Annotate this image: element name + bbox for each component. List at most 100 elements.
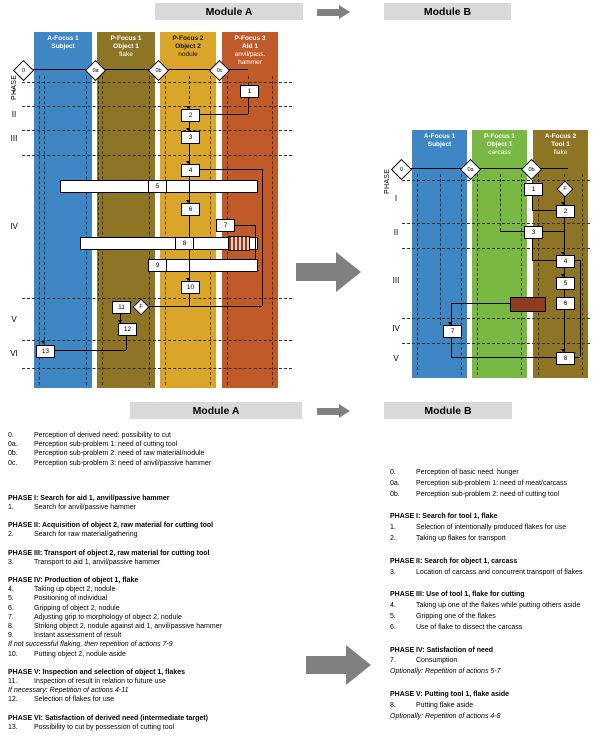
action-number: 3.	[8, 558, 14, 566]
phase-separator	[22, 298, 292, 299]
action-node-7: 7	[443, 325, 462, 338]
connector-line	[233, 225, 255, 226]
action-item: 2.Taking up flakes for transport	[390, 534, 600, 545]
arrow-shaft	[306, 656, 346, 674]
connector-line	[541, 231, 564, 232]
action-item: 0c.Perception sub-problem 3: need of anv…	[8, 459, 306, 468]
action-number: 6.	[390, 623, 396, 631]
action-number: 9.	[8, 632, 14, 640]
phase-heading: PHASE IV: Production of object 1, flake	[8, 577, 139, 585]
dashed-flow-line	[248, 76, 249, 85]
column-aid1-anvil: P-Focus 3 Aid 1 anvil/pass. hammer	[222, 32, 278, 388]
connector-line	[53, 350, 126, 351]
action-item: 8.Putting flake aside	[390, 701, 600, 712]
repetition-note: Optionally: Repetition of actions 5-7	[390, 668, 501, 676]
phase-label-IV: IV	[10, 222, 18, 231]
arrowhead	[186, 161, 190, 164]
module-b-header: Module B	[384, 3, 511, 20]
action-number: 7.	[390, 657, 396, 665]
phase-heading: PHASE IV: Satisfaction of need	[390, 646, 494, 654]
action-text: Inspection of result in relation to futu…	[34, 678, 166, 686]
phase-heading: PHASE II: Search for object 1, carcass	[390, 557, 518, 565]
action-bar-8	[80, 237, 258, 250]
phase-separator	[22, 130, 292, 131]
action-text: Selection of flakes for use	[34, 696, 115, 704]
repetition-note: Optionally: Repetition of actions 4-8	[390, 712, 501, 720]
column-header: P-Focus 2 Object 2 nodule	[172, 35, 204, 58]
action-node-5: 5	[556, 277, 575, 290]
spacer	[390, 500, 600, 512]
column-lane	[417, 174, 462, 375]
connector-line	[451, 303, 452, 325]
column-tool1-flake: A-Focus 2 Tool 1 flake	[533, 130, 588, 378]
action-node-12: 12	[118, 323, 137, 336]
action-node-6: 6	[181, 203, 200, 216]
arrowhead	[448, 322, 452, 325]
repetition-note: If not successful flaking, then repetiti…	[8, 641, 173, 649]
phase-label-VI: VI	[10, 349, 18, 358]
connector-line	[580, 260, 581, 357]
action-node-8: 8	[556, 352, 575, 365]
action-number: 10.	[8, 650, 18, 658]
phase-label-II: II	[393, 228, 399, 237]
dashed-flow-line	[189, 76, 190, 109]
phase-label-IV: IV	[392, 324, 400, 333]
phase-axis-label: PHASE	[384, 168, 391, 194]
arrowhead	[186, 200, 190, 203]
strike-contact-bar	[228, 236, 250, 251]
action-number: 0b.	[390, 490, 400, 498]
action-item: 13.Possibility to cut by possession of c…	[8, 723, 306, 732]
action-item: 11.Inspection of result in relation to f…	[8, 677, 306, 686]
action-node-13: 13	[36, 345, 55, 358]
connector-line	[405, 168, 568, 169]
arrowhead	[561, 274, 565, 277]
action-text: Adjusting grip to morphology of object 2…	[34, 613, 182, 621]
action-item: 4.Taking up object 2, nodule	[8, 585, 306, 594]
action-node-2: 2	[181, 109, 200, 122]
phase-heading: PHASE I: Search for aid 1, anvil/passive…	[8, 494, 170, 502]
start-node-0: 0	[390, 158, 413, 181]
action-text: Perception sub-problem 1: need of meat/c…	[416, 479, 567, 487]
action-item: 0a. Perception sub-problem 1: need of mea…	[390, 479, 600, 490]
phase-heading: PHASE III: Use of tool 1, flake for cutt…	[390, 591, 525, 599]
column-lane	[165, 76, 211, 385]
phase-separator	[22, 106, 292, 107]
action-number: 8.	[8, 623, 14, 631]
action-item: 3.Location of carcass and concurrent tra…	[390, 568, 600, 579]
arrow-head	[336, 252, 361, 292]
action-number: 1.	[390, 524, 396, 532]
action-text: Taking up flakes for transport	[416, 534, 506, 542]
action-number: 4.	[8, 586, 14, 594]
carcass-cutting-bar	[510, 297, 546, 312]
action-node-10: 10	[181, 281, 200, 294]
action-item: 6.Gripping of object 2, nodule	[8, 604, 306, 613]
action-item: 10. Putting object 2, nodule aside	[8, 650, 306, 659]
dashed-flow-line	[564, 174, 565, 183]
column-header: A-Focus 2 Tool 1 flake	[544, 133, 577, 156]
phase-heading: PHASE I: Search for tool 1, flake	[390, 513, 498, 521]
action-number: 7.	[8, 613, 14, 621]
action-number: 0a.	[390, 479, 400, 487]
connector-line	[532, 237, 533, 260]
action-text: Striking object 2, nodule against aid 1,…	[34, 623, 222, 631]
arrowhead	[561, 252, 565, 255]
action-item: 3.Transport to aid 1, anvil/passive hamm…	[8, 558, 306, 567]
phase-separator	[22, 82, 292, 83]
connector-line	[573, 260, 580, 261]
action-item: 4.Taking up one of the flakes while putt…	[390, 601, 600, 612]
connector-line	[198, 169, 262, 170]
arrow-shaft	[296, 263, 336, 281]
action-text: Putting object 2, nodule aside	[34, 650, 126, 658]
action-number: 0c.	[8, 459, 18, 467]
action-item: 9.Instant assessment of result	[8, 631, 306, 640]
phase-separator	[402, 180, 590, 181]
action-node-2: 2	[556, 205, 575, 218]
action-node-4: 4	[181, 164, 200, 177]
arrow-shaft	[317, 8, 339, 16]
module-a-action-list: 0.Perception of derived need: possibilit…	[8, 431, 306, 732]
phase-separator	[402, 318, 590, 319]
action-node-5: 5	[148, 180, 167, 193]
action-item: 0.Perception of basic need: hunger	[390, 468, 600, 479]
action-number: 3.	[390, 568, 396, 576]
action-text: Selection of intentionally produced flak…	[416, 524, 567, 532]
